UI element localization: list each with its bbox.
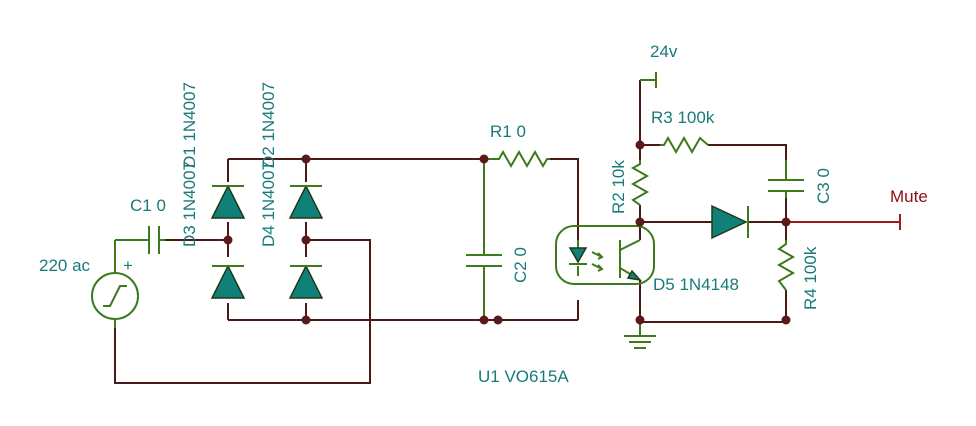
r4-label: R4 100k [801, 246, 820, 310]
source-label: 220 ac [39, 256, 91, 275]
diode-d4 [288, 264, 324, 299]
ac-source-220 [91, 239, 139, 328]
u1-label: U1 VO615A [478, 367, 569, 386]
r1-label: R1 0 [490, 122, 526, 141]
resistor-r1 [488, 149, 550, 169]
resistor-r4 [776, 240, 796, 291]
diode-d5 [711, 204, 749, 240]
resistor-r3 [660, 135, 709, 155]
diode-d2 [288, 184, 324, 219]
c2-label: C2 0 [511, 247, 530, 283]
mute-label: Mute [890, 187, 928, 206]
capacitor-c2 [466, 159, 502, 320]
diode-d1 [210, 184, 246, 219]
resistor-r2 [630, 160, 650, 206]
source-plus-label: + [123, 256, 133, 275]
supply-24v [640, 72, 657, 88]
d4-label: D4 1N4007 [259, 161, 278, 247]
capacitor-c3 [768, 160, 804, 198]
d2-label: D2 1N4007 [259, 82, 278, 168]
d3-label: D3 1N4007 [180, 161, 199, 247]
optocoupler-u1 [555, 225, 655, 285]
ground-symbol [624, 322, 656, 349]
d1-label: D1 1N4007 [180, 82, 199, 168]
supply-label: 24v [650, 42, 678, 61]
junction-dots [223, 140, 791, 325]
capacitor-c1 [131, 226, 165, 254]
d5-label: D5 1N4148 [653, 275, 739, 294]
r3-label: R3 100k [651, 108, 715, 127]
c1-label: C1 0 [130, 196, 166, 215]
diode-d3 [210, 264, 246, 299]
c3-label: C3 0 [814, 168, 833, 204]
r2-label: R2 10k [609, 160, 628, 214]
